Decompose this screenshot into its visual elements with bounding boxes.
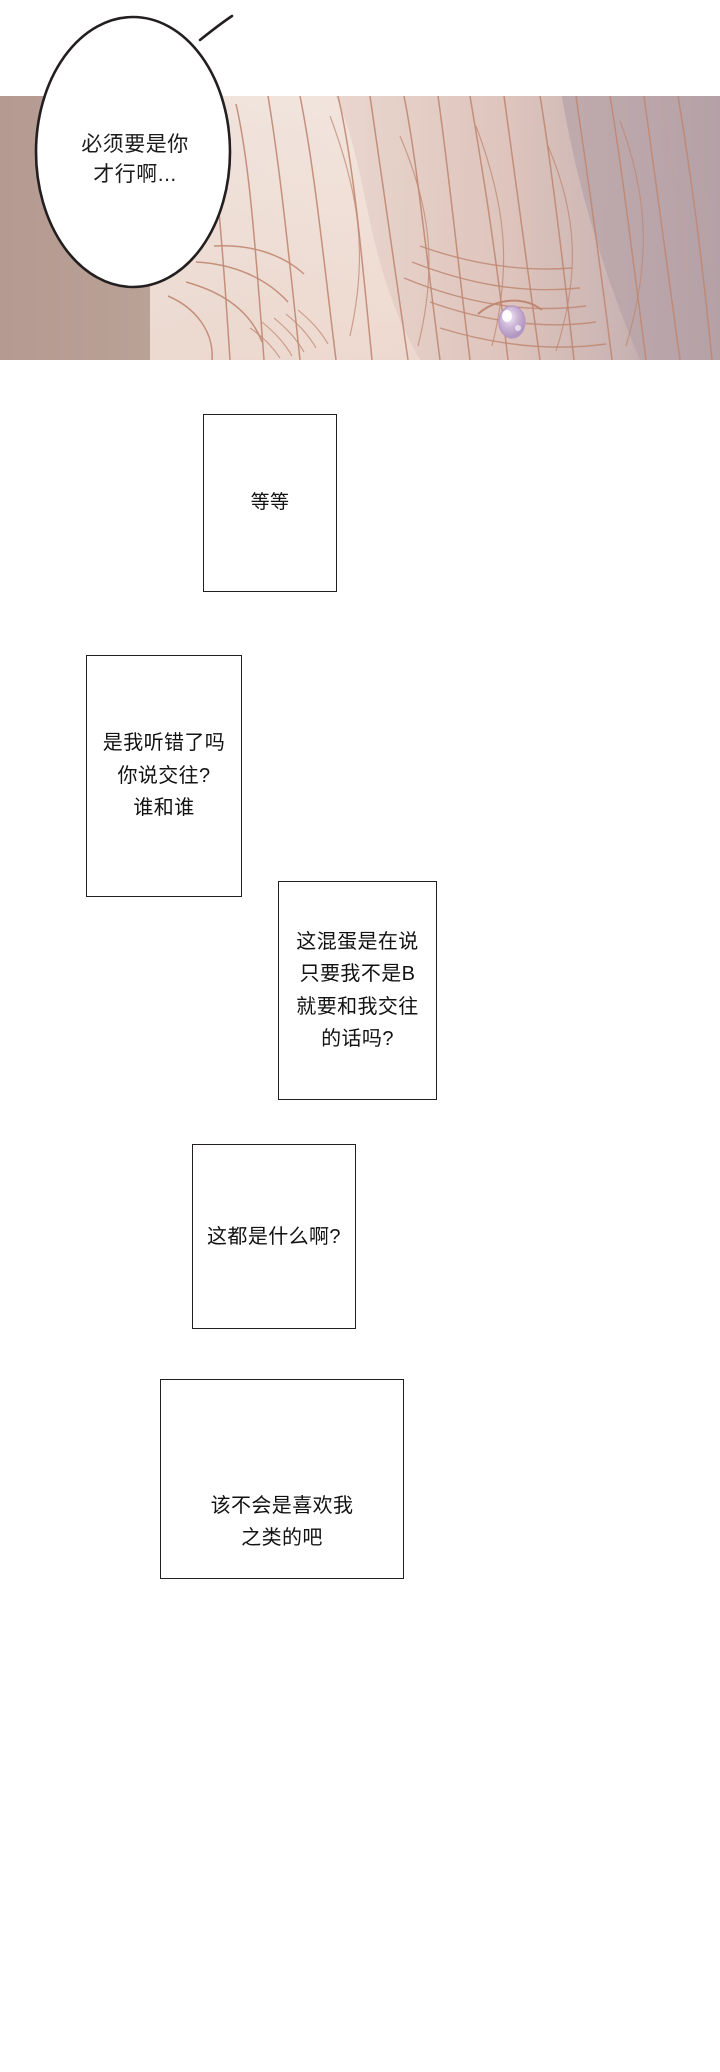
narration-line: 等等 (250, 491, 290, 513)
narration-line: 你说交往? (117, 764, 211, 787)
eye-detail (477, 299, 543, 339)
narration-line: 该不会是喜欢我 (210, 1494, 354, 1517)
narration-panel-does-he-like-me: 该不会是喜欢我 之类的吧 (160, 1379, 404, 1579)
speech-bubble-line-2: 才行啊... (93, 163, 177, 187)
illustration-panel (0, 96, 720, 360)
narration-panel-wait: 等等 (203, 414, 337, 592)
narration-line: 这都是什么啊? (207, 1225, 341, 1248)
narration-panel-this-bastard: 这混蛋是在说 只要我不是B 就要和我交往 的话吗? (278, 881, 437, 1100)
narration-line: 就要和我交往 (296, 995, 419, 1018)
narration-text: 等等 (204, 489, 336, 518)
speech-bubble-line-1: 必须要是你 (81, 133, 189, 156)
narration-line: 是我听错了吗 (102, 732, 226, 755)
narration-line: 之类的吧 (241, 1527, 323, 1549)
narration-line: 的话吗? (321, 1027, 394, 1050)
narration-line: 只要我不是B (299, 963, 416, 986)
narration-text: 这混蛋是在说 只要我不是B 就要和我交往 的话吗? (279, 926, 436, 1056)
speech-bubble-text: 必须要是你 才行啊... (40, 130, 230, 191)
narration-text: 该不会是喜欢我 之类的吧 (161, 1404, 403, 1555)
narration-line: 这混蛋是在说 (296, 930, 419, 953)
narration-text: 是我听错了吗 你说交往? 谁和谁 (87, 727, 241, 824)
narration-panel-did-i-mishear: 是我听错了吗 你说交往? 谁和谁 (86, 655, 242, 897)
narration-line: 谁和谁 (133, 797, 195, 820)
speech-bubble-tail (198, 14, 234, 42)
narration-text: 这都是什么啊? (193, 1222, 355, 1252)
narration-panel-what-is-this: 这都是什么啊? (192, 1144, 356, 1329)
